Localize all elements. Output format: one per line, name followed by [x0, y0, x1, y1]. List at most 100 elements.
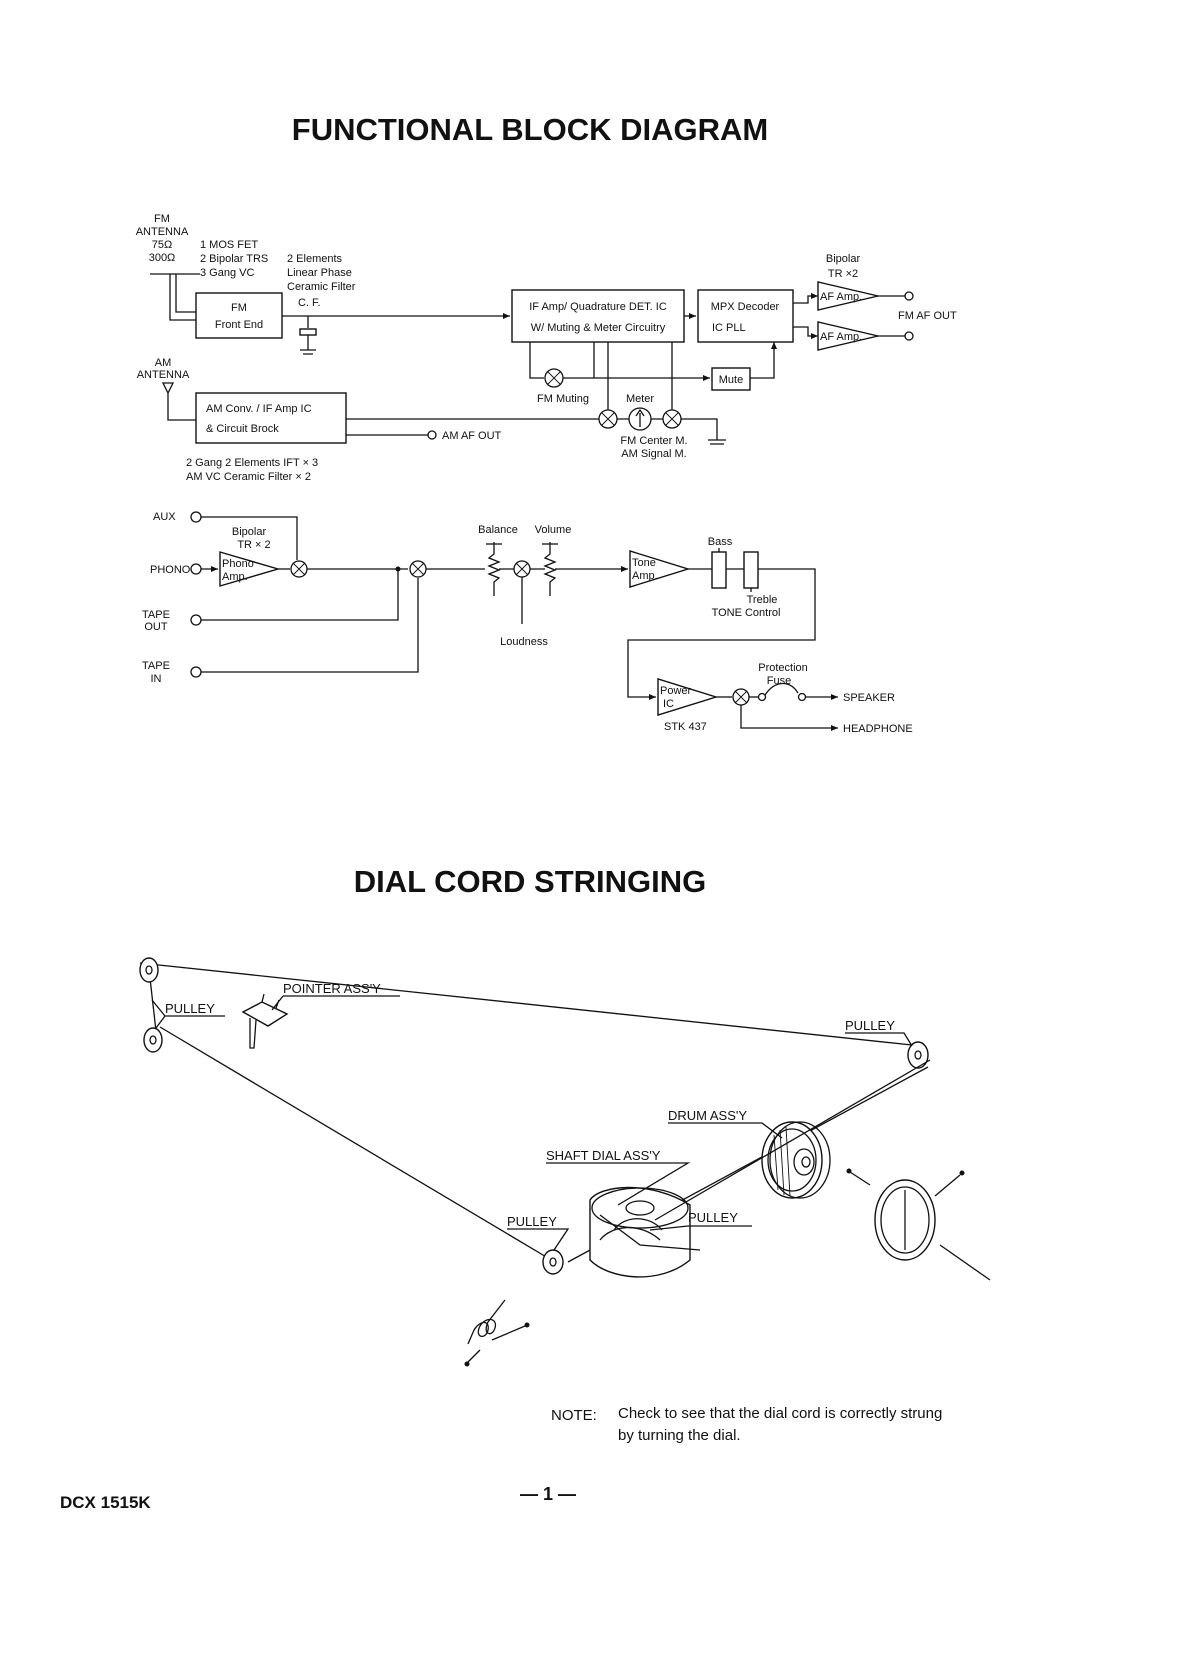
- af-bipolar-label: Bipolar TR ×2: [826, 253, 861, 280]
- tension-spring: [464, 1299, 530, 1367]
- am-conv-label: AM Conv. / IF Amp IC: [206, 403, 312, 415]
- fuse-label: Fuse: [767, 675, 791, 687]
- phono-bipolar-label: Bipolar TR × 2: [232, 526, 271, 551]
- svg-text:75Ω: 75Ω: [152, 239, 172, 251]
- pulley-center-left: [542, 1249, 564, 1275]
- phono-jack: [190, 563, 202, 575]
- balance-label: Balance: [478, 524, 518, 536]
- svg-text:C. F.: C. F.: [298, 297, 321, 309]
- volume-label: Volume: [535, 524, 572, 536]
- phono-amp-label: Phono: [222, 558, 254, 570]
- tape-in-jack: [190, 666, 202, 678]
- svg-text:TAPE: TAPE: [142, 609, 170, 621]
- power-ic-block: [657, 678, 719, 716]
- cf-parts-list: 2 Elements Linear Phase Ceramic Filter C…: [287, 253, 356, 309]
- svg-text:TAPE: TAPE: [142, 660, 170, 672]
- svg-text:Bipolar: Bipolar: [232, 526, 267, 538]
- svg-text:AM: AM: [155, 357, 172, 369]
- fm-antenna-icon: [150, 273, 200, 321]
- tone-amp-label-2: Amp.: [632, 570, 658, 582]
- treble-label: Treble: [747, 594, 778, 606]
- af-amp-lower: AF Amp.: [817, 321, 914, 351]
- svg-text:Ceramic Filter: Ceramic Filter: [287, 281, 356, 293]
- am-antenna-icon: [161, 382, 196, 421]
- balance-volume-pots: [486, 542, 628, 624]
- fm-af-out-label: FM AF OUT: [898, 310, 957, 322]
- loudness-label: Loudness: [500, 636, 548, 648]
- svg-text:1 MOS FET: 1 MOS FET: [200, 239, 258, 251]
- muting-meter-circuit: [529, 342, 726, 445]
- svg-text:IN: IN: [151, 673, 162, 685]
- headphone-label: HEADPHONE: [843, 723, 913, 735]
- power-ic-label: Power: [660, 685, 692, 697]
- note-line-1: Check to see that the dial cord is corre…: [618, 1405, 942, 1422]
- am-af-out-label: AM AF OUT: [442, 430, 502, 442]
- pulley-top-left: [139, 957, 159, 983]
- pulley-label-right: PULLEY: [845, 1018, 895, 1033]
- ceramic-filter-symbol: [282, 313, 510, 355]
- block-diagram-title: FUNCTIONAL BLOCK DIAGRAM: [292, 112, 768, 147]
- svg-text:AF Amp.: AF Amp.: [820, 291, 862, 303]
- tape-out-label: TAPE OUT: [142, 609, 170, 633]
- phono-amp-label-2: Amp.: [222, 571, 248, 583]
- phono-label: PHONO: [150, 564, 191, 576]
- protection-label: Protection: [758, 662, 808, 674]
- am-signal-label: AM Signal M.: [621, 448, 686, 460]
- fm-muting-label: FM Muting: [537, 393, 589, 405]
- am-antenna-label: AM ANTENNA: [137, 357, 190, 381]
- note-line-2: by turning the dial.: [618, 1427, 741, 1444]
- pulley-right: [907, 1041, 929, 1069]
- model-number: DCX 1515K: [60, 1493, 151, 1512]
- svg-text:2 Elements: 2 Elements: [287, 253, 343, 265]
- mpx-decoder-label: MPX Decoder: [711, 301, 780, 313]
- protection-fuse: [749, 682, 838, 702]
- svg-text:2 Gang 2 Elements IFT × 3: 2 Gang 2 Elements IFT × 3: [186, 457, 318, 469]
- am-conv-block: [195, 392, 347, 444]
- page-number: — 1 —: [520, 1484, 576, 1504]
- pointer-assembly: [241, 993, 289, 1049]
- svg-text:Bipolar: Bipolar: [826, 253, 861, 265]
- pulley-label-center-right: PULLEY: [688, 1210, 738, 1225]
- aux-jack: [190, 511, 202, 523]
- phono-amp-block: [219, 551, 281, 587]
- tone-amp-label: Tone: [632, 557, 656, 569]
- drum-assembly: [761, 1121, 831, 1199]
- bass-label: Bass: [708, 536, 733, 548]
- svg-text:ANTENNA: ANTENNA: [136, 226, 189, 238]
- svg-text:TR ×2: TR ×2: [828, 268, 858, 280]
- mpx-decoder-block: [697, 289, 794, 343]
- pulley-label-center-left: PULLEY: [507, 1214, 557, 1229]
- if-amp-label-2: W/ Muting & Meter Circuitry: [531, 322, 666, 334]
- pulley-label-left: PULLEY: [165, 1001, 215, 1016]
- dial-knob: [846, 1168, 991, 1281]
- shaft-dial-assembly: [589, 1059, 931, 1278]
- fm-front-end-label: FM: [231, 302, 247, 314]
- am-parts-list: 2 Gang 2 Elements IFT × 3 AM VC Ceramic …: [186, 457, 318, 483]
- drum-label: DRUM ASS'Y: [668, 1108, 747, 1123]
- power-ic-label-2: IC: [663, 698, 674, 710]
- fm-front-end-block: [195, 292, 283, 339]
- am-conv-label-2: & Circuit Brock: [206, 423, 279, 435]
- svg-text:TR × 2: TR × 2: [237, 539, 270, 551]
- tape-in-label: TAPE IN: [142, 660, 170, 685]
- svg-text:AM VC Ceramic Filter × 2: AM VC Ceramic Filter × 2: [186, 471, 311, 483]
- tape-out-jack: [190, 614, 202, 626]
- svg-text:FM: FM: [154, 213, 170, 225]
- svg-text:Linear Phase: Linear Phase: [287, 267, 352, 279]
- pulley-bottom-left: [143, 1027, 163, 1053]
- fm-front-end-label-2: Front End: [215, 319, 263, 331]
- svg-text:ANTENNA: ANTENNA: [137, 369, 190, 381]
- if-amp-label: IF Amp/ Quadrature DET. IC: [529, 301, 667, 313]
- speaker-label: SPEAKER: [843, 692, 895, 704]
- tone-control-label: TONE Control: [712, 607, 781, 619]
- svg-text:AF Amp.: AF Amp.: [820, 331, 862, 343]
- dial-cord-title: DIAL CORD STRINGING: [354, 864, 707, 899]
- mute-block: [711, 367, 751, 391]
- svg-text:2 Bipolar TRS: 2 Bipolar TRS: [200, 253, 268, 265]
- pointer-label: POINTER ASS'Y: [283, 981, 381, 996]
- af-amp-upper: AF Amp.: [817, 281, 914, 311]
- fm-parts-list: 1 MOS FET 2 Bipolar TRS 3 Gang VC: [200, 239, 268, 279]
- stk-label: STK 437: [664, 721, 707, 733]
- tone-control-block: [627, 548, 816, 700]
